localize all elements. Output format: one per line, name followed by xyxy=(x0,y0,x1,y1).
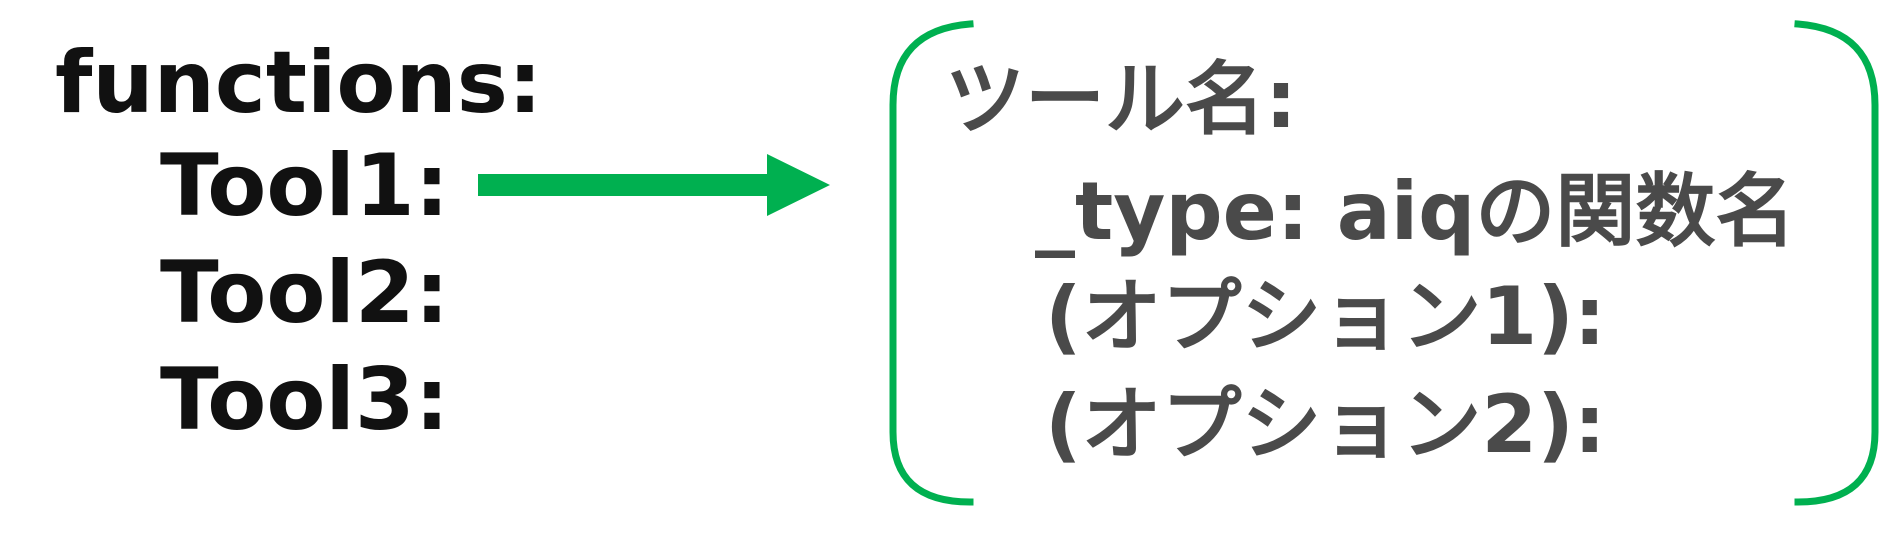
tool-item-3: Tool3: xyxy=(160,350,450,450)
tool-item-2: Tool2: xyxy=(160,243,450,343)
right-arrow xyxy=(478,154,830,216)
option-1-line: (オプション1): xyxy=(1045,270,1606,363)
right-bracket xyxy=(1794,20,1879,506)
option-2-line: (オプション2): xyxy=(1045,378,1606,471)
functions-heading: functions: xyxy=(55,33,543,133)
arrow-shaft xyxy=(478,174,773,196)
arrow-head xyxy=(767,154,830,216)
tool-item-1: Tool1: xyxy=(160,136,450,236)
type-line: _type: aiqの関数名 xyxy=(1035,165,1796,258)
left-bracket xyxy=(889,20,974,506)
tool-name-line: ツール名: xyxy=(945,53,1297,146)
